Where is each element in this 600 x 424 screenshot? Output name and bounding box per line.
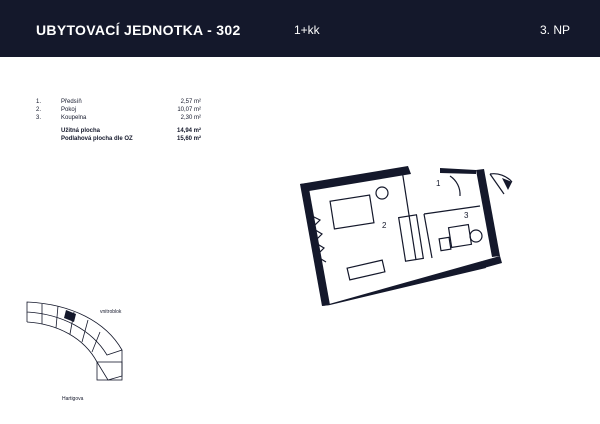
- floor-area-value: 15,60 m²: [176, 136, 201, 142]
- building-block: [96, 361, 123, 381]
- hall-door-swing: [449, 175, 461, 197]
- floor-area-row: Podlahová plocha dle OZ 15,60 m²: [61, 135, 201, 143]
- unit-type: 1+kk: [294, 23, 320, 37]
- room-table: 1. Předsíň 2,57 m² 2. Pokoj 10,07 m² 3. …: [36, 98, 201, 143]
- sink: [438, 236, 452, 252]
- usable-area-value: 14,94 m²: [176, 128, 201, 134]
- room-label-1: 1: [436, 179, 441, 188]
- room-area: 10,07 m²: [177, 107, 201, 113]
- courtyard-label: vnitroblok: [100, 309, 122, 315]
- wall-south-room: [322, 261, 486, 306]
- shower: [447, 223, 473, 249]
- site-map: vnitroblok Hartigova: [22, 300, 142, 410]
- room-label-3: 3: [464, 211, 469, 220]
- highlighted-unit: [64, 310, 76, 322]
- usable-area-label: Užitná plocha: [61, 128, 101, 134]
- wall-entry: [440, 168, 476, 174]
- floor-label: 3. NP: [539, 23, 570, 37]
- building-wing-inner: [26, 321, 123, 381]
- wall-west: [300, 183, 330, 306]
- street-label: Hartigova: [62, 396, 84, 402]
- unit-divider: [91, 331, 101, 353]
- page-header: UBYTOVACÍ JEDNOTKA - 302 1+kk 3. NP: [0, 0, 600, 57]
- entry-door-leaf: [489, 173, 505, 195]
- partition-bath-top: [423, 205, 481, 215]
- partition-bath-west: [423, 213, 433, 259]
- room-label-2: 2: [382, 221, 387, 230]
- round-fixture: [375, 186, 389, 200]
- room-row: 3. Koupelna 2,30 m²: [36, 114, 201, 122]
- partition-room: [401, 169, 417, 261]
- toilet: [469, 229, 483, 243]
- room-area: 2,57 m²: [180, 99, 201, 105]
- room-name: Koupelna: [61, 115, 87, 121]
- room-name: Předsíň: [61, 99, 82, 105]
- room-area: 2,30 m²: [180, 115, 201, 121]
- kitchenette: [397, 214, 425, 262]
- unit-divider: [81, 319, 89, 343]
- desk: [346, 259, 386, 281]
- building-wing-outer: [26, 301, 123, 356]
- entry-door-swing: [489, 173, 513, 183]
- unit-title: UBYTOVACÍ JEDNOTKA - 302: [36, 22, 241, 38]
- room-number: 1.: [36, 99, 42, 105]
- unit-divider: [55, 305, 59, 329]
- site-map-drawing: [26, 301, 123, 381]
- floor-area-label: Podlahová plocha dle OZ: [61, 136, 133, 142]
- wall-east: [476, 169, 500, 257]
- room-row: 2. Pokoj 10,07 m²: [36, 106, 201, 114]
- room-number: 3.: [36, 115, 42, 121]
- wall-south-bath: [482, 256, 502, 268]
- entry-arrow: [502, 178, 512, 190]
- floor-plan: 1 2 3: [300, 166, 513, 306]
- room-number: 2.: [36, 107, 42, 113]
- room-row: 1. Předsíň 2,57 m²: [36, 98, 201, 106]
- wall-north: [300, 166, 411, 192]
- bed: [329, 194, 375, 230]
- usable-area-row: Užitná plocha 14,94 m²: [61, 127, 201, 135]
- radiator-west: [309, 214, 327, 263]
- room-name: Pokoj: [61, 107, 77, 113]
